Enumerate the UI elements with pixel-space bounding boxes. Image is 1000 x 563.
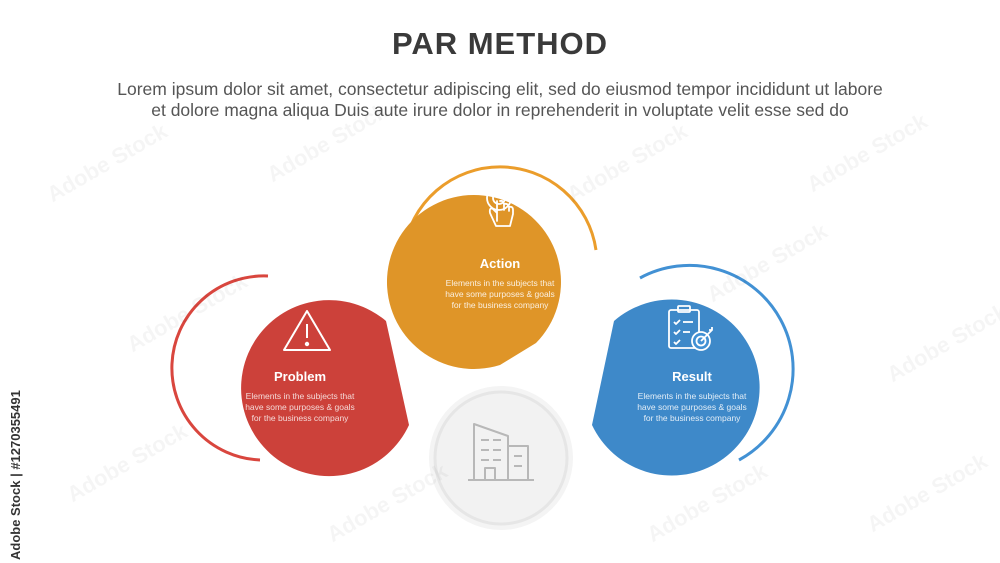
subtitle-line-2: et dolore magna aliqua Duis aute irure d… [151,100,849,120]
action-desc-line-1: Elements in the subjects that [446,278,555,288]
result-bubble-shade [592,299,760,476]
result-title: Result [672,369,712,384]
subtitle-line-1: Lorem ipsum dolor sit amet, consectetur … [117,79,883,99]
result-desc-line-2: have some purposes & goals [637,402,747,412]
action-title: Action [480,256,521,271]
clipboard-target-icon [668,305,713,351]
action-bubble [386,194,561,369]
problem-bubble-shade [241,300,409,477]
watermark-side-text: Adobe Stock | #1270355491 [8,390,23,560]
problem-title: Problem [274,369,326,384]
result-bubble [592,299,760,476]
step-problem: Problem Elements in the subjects that ha… [170,274,409,477]
problem-desc-line-1: Elements in the subjects that [246,391,355,401]
warning-icon [283,310,331,351]
hand-pointer-icon [486,185,514,227]
building-icon [468,423,534,481]
action-desc-line-3: for the business company [452,300,550,310]
action-bubble-shade [386,194,561,369]
problem-arc [170,274,269,462]
result-arc [639,263,795,462]
center-node [429,386,573,530]
result-desc-line-3: for the business company [644,413,742,423]
center-circle [433,390,569,526]
step-action: Action Elements in the subjects that hav… [386,165,598,369]
result-desc-line-1: Elements in the subjects that [638,391,747,401]
page-title: PAR METHOD [391,26,609,61]
problem-desc-line-2: have some purposes & goals [245,402,355,412]
page-subtitle: Lorem ipsum dolor sit amet, consectetur … [40,79,960,121]
problem-desc-line-3: for the business company [252,413,350,423]
problem-bubble [241,300,409,477]
step-result: Result Elements in the subjects that hav… [592,263,795,476]
action-desc-line-2: have some purposes & goals [445,289,555,299]
action-arc [402,165,598,251]
